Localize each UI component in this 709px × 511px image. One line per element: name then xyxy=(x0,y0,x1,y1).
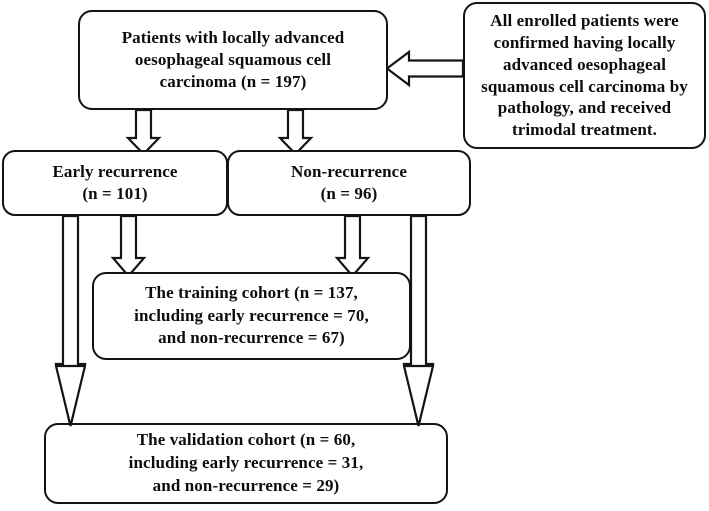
edge-early-recurrence-to-training xyxy=(110,214,147,278)
node-validation-cohort-label: The validation cohort (n = 60, including… xyxy=(128,430,364,495)
node-non-recurrence-label: Non-recurrence (n = 96) xyxy=(291,161,407,203)
edge-non-recurrence-to-training xyxy=(334,214,371,278)
node-validation-cohort: The validation cohort (n = 60, including… xyxy=(44,423,448,504)
node-enrolment-note-label: All enrolled patients were confirmed hav… xyxy=(481,11,688,139)
node-early-recurrence-label: Early recurrence (n = 101) xyxy=(52,161,178,203)
node-training-cohort-label: The training cohort (n = 137, including … xyxy=(134,282,369,348)
edge-root-to-early-recurrence xyxy=(125,108,162,156)
node-patients-root: Patients with locally advanced oesophage… xyxy=(78,10,388,110)
edge-note-to-root xyxy=(385,49,465,88)
edge-root-to-non-recurrence xyxy=(277,108,314,156)
arrowhead-early-to-validation xyxy=(54,364,87,427)
node-patients-root-label: Patients with locally advanced oesophage… xyxy=(121,27,345,92)
arrowhead-non-rec-to-validation xyxy=(402,364,435,427)
node-non-recurrence: Non-recurrence (n = 96) xyxy=(227,150,471,216)
node-enrolment-note: All enrolled patients were confirmed hav… xyxy=(463,2,706,149)
node-training-cohort: The training cohort (n = 137, including … xyxy=(92,272,411,360)
